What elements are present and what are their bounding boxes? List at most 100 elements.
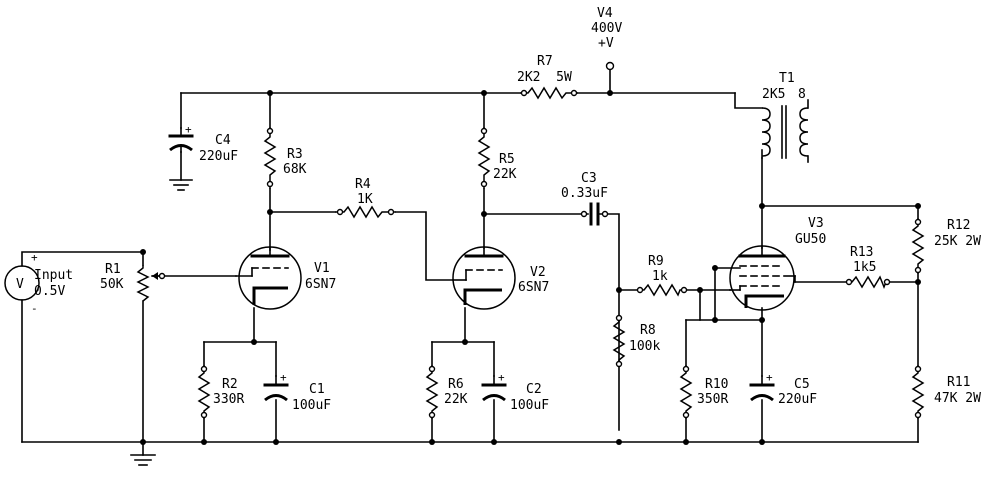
wires [21,69,919,456]
junction [481,90,487,96]
label-c4-value: 220uF [199,149,238,164]
junction [915,203,921,209]
label-v4-ref: V4 [597,6,613,21]
junction [140,249,146,255]
wire-c3-right [599,213,620,431]
resistor-r6 [425,365,439,419]
junction [491,439,497,445]
label-r4-value: 1K [357,192,373,207]
junction [616,287,622,293]
label-t1-primary: 2K5 [762,87,785,102]
label-c3-ref: C3 [581,171,597,186]
wire-input-top [21,251,144,267]
junction [462,339,468,345]
tube-v3 [729,245,796,311]
capacitor-c5 [749,375,775,402]
wire-t1-primary-top [734,92,763,109]
label-v1-value: 6SN7 [305,277,336,292]
ground-symbol-main [130,454,156,466]
junction [759,317,765,323]
junction [267,90,273,96]
resistor-r5 [477,127,491,189]
capacitor-c2 [481,375,507,402]
label-r4-ref: R4 [355,177,371,192]
label-r5-ref: R5 [499,152,515,167]
junction [267,209,273,215]
label-input-minus: - [31,302,38,315]
label-v4-polarity: +V [598,36,614,51]
ground-symbol-c4 [169,179,193,191]
junction [201,439,207,445]
label-c5-value: 220uF [778,392,817,407]
label-r1-ref: R1 [105,262,121,277]
label-v3-ref: V3 [808,216,824,231]
junction [616,439,622,445]
tube-v1 [235,246,302,310]
label-r12-value: 25K 2W [934,234,981,249]
resistor-r7 [520,86,578,100]
label-c5-plus: + [766,371,773,384]
junction [607,90,613,96]
wire-v3-g3 [714,267,741,321]
resistor-r12 [911,218,925,274]
label-r6-value: 22K [444,392,468,407]
labels: V4 400V +V R7 2K2 5W T1 2K5 8 + C4 220uF… [16,6,981,413]
label-v3-value: GU50 [795,232,826,247]
junction [712,265,718,271]
label-r6-ref: R6 [448,377,464,392]
label-input-plus: + [31,251,38,264]
input-source [4,265,40,301]
wire-v2-grid [395,211,454,281]
label-c1-plus: + [280,371,287,384]
junction [712,317,718,323]
junction [251,339,257,345]
label-r12-ref: R12 [947,218,970,233]
label-r8-ref: R8 [640,323,656,338]
label-r3-ref: R3 [287,147,303,162]
label-c4-plus: + [185,123,192,136]
label-r11-value: 47K 2W [934,391,981,406]
label-v4-value: 400V [591,21,622,36]
resistor-r13 [845,275,891,290]
label-r1-value: 50K [100,277,124,292]
capacitors [168,127,775,402]
junction [273,439,279,445]
junction [915,279,921,285]
transformer-t1 [761,99,809,163]
junction [759,203,765,209]
label-c2-plus: + [498,371,505,384]
label-t1-secondary: 8 [798,87,806,102]
label-r3-value: 68K [283,162,307,177]
label-c1-value: 100uF [292,398,331,413]
junction [429,439,435,445]
label-input-symbol: V [16,277,24,292]
label-input-label: Input [34,268,73,283]
label-c5-ref: C5 [794,377,810,392]
supply-v4 [605,61,615,71]
label-t1-ref: T1 [779,71,795,86]
label-r2-ref: R2 [222,377,238,392]
label-c2-value: 100uF [510,398,549,413]
label-r11-ref: R11 [947,375,970,390]
label-r9-ref: R9 [648,254,664,269]
label-v1-ref: V1 [314,261,330,276]
label-input-value: 0.5V [34,284,65,299]
label-r7-value: 2K2 5W [517,70,572,85]
label-c3-value: 0.33uF [561,186,608,201]
junction [683,439,689,445]
label-c2-ref: C2 [526,382,542,397]
resistor-r4 [335,205,396,219]
capacitor-c4 [168,127,194,153]
tube-v2 [452,246,516,310]
capacitor-c1 [263,375,289,402]
label-c1-ref: C1 [309,382,325,397]
junctions [140,90,921,445]
label-r2-value: 330R [213,392,244,407]
label-v2-ref: V2 [530,265,546,280]
label-r8-value: 100k [629,339,660,354]
label-c4-ref: C4 [215,133,231,148]
resistors [136,86,925,419]
label-v2-value: 6SN7 [518,280,549,295]
resistor-r9 [636,283,688,297]
